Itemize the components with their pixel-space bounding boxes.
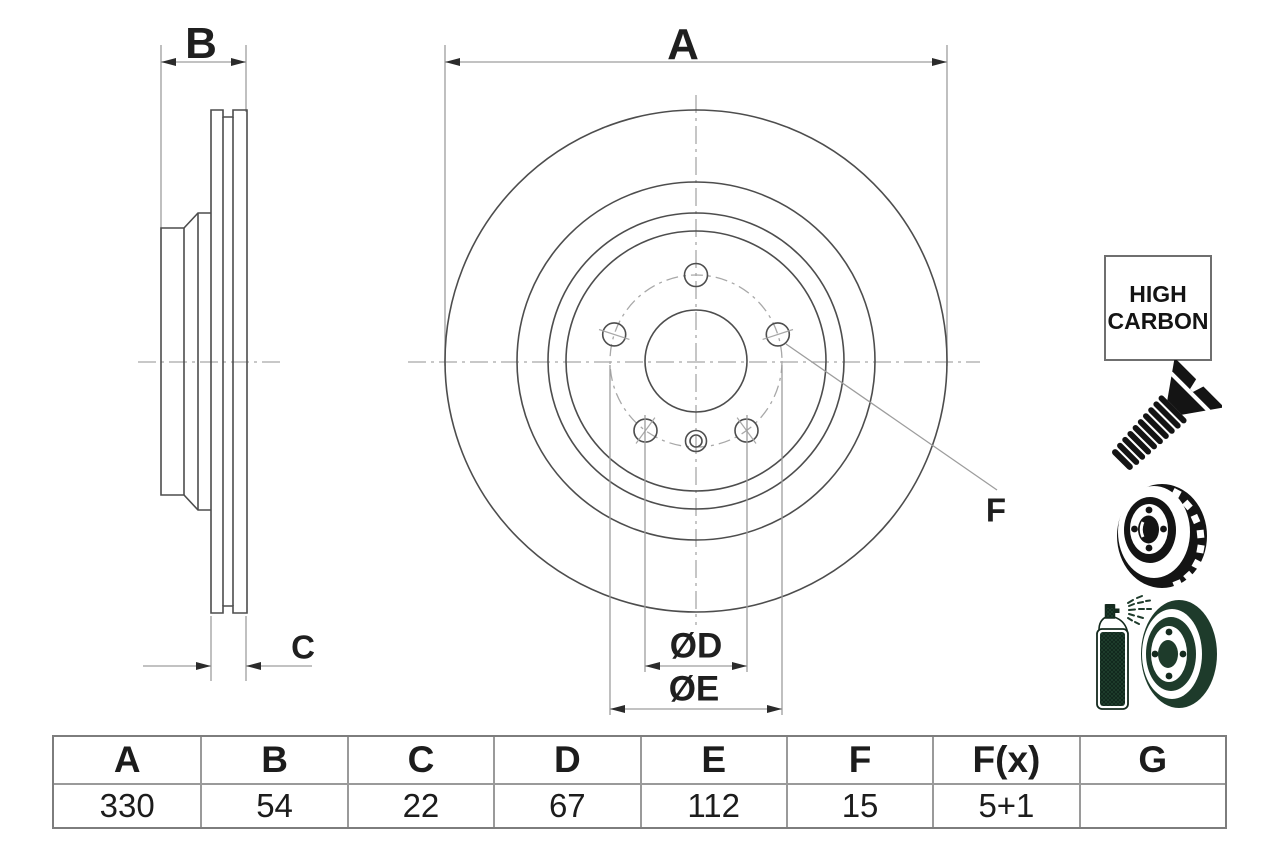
front-view bbox=[408, 45, 998, 715]
table-value-cell: 112 bbox=[639, 783, 786, 827]
table-header-cell: C bbox=[346, 737, 493, 783]
table-value-cell: 54 bbox=[200, 783, 347, 827]
dim-label-a: A bbox=[667, 20, 699, 69]
coated-disc-spray-icon bbox=[1096, 595, 1217, 710]
vented-brake-disc-icon bbox=[1117, 484, 1207, 589]
table-header-cell: A bbox=[113, 739, 141, 780]
dim-label-f: F bbox=[985, 491, 1007, 529]
badge-line2: CARBON bbox=[1107, 308, 1209, 334]
table-value-cell: 330 bbox=[54, 783, 201, 827]
dim-label-b: B bbox=[185, 19, 217, 68]
table-header-cell: D bbox=[493, 737, 639, 783]
table-value-cell: 15 bbox=[785, 783, 933, 827]
table-value-cell: 22 bbox=[346, 783, 494, 827]
dim-label-c: C bbox=[291, 628, 315, 666]
high-carbon-badge: HIGH CARBON bbox=[1104, 255, 1212, 361]
dimension-table: A B C D E F F(x) G 330 54 22 67 112 15 5… bbox=[52, 735, 1227, 829]
section-view bbox=[138, 45, 312, 681]
dim-label-e: ØE bbox=[668, 669, 720, 709]
table-header-cell: B bbox=[200, 737, 346, 783]
table-value-cell bbox=[1078, 783, 1225, 827]
table-header-cell: F(x) bbox=[932, 737, 1078, 783]
table-header-cell: F bbox=[785, 737, 932, 783]
table-header-cell: E bbox=[639, 737, 786, 783]
table-value-cell: 5+1 bbox=[932, 783, 1079, 827]
badge-line1: HIGH bbox=[1129, 281, 1187, 307]
dim-label-d: ØD bbox=[669, 626, 723, 666]
countersunk-screw-icon bbox=[1112, 360, 1222, 470]
table-header-cell: G bbox=[1078, 737, 1225, 783]
table-value-cell: 67 bbox=[493, 783, 640, 827]
